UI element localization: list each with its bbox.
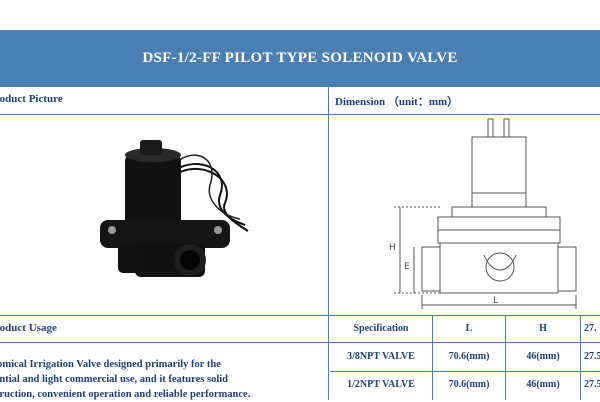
divider-spec-3 [580,315,581,400]
divider-spec-1 [432,315,433,400]
spec-row-2-h: 46(mm) [526,379,560,390]
spec-row-1-name: 3/8NPT VALVE [347,351,415,362]
divider-spec-2 [505,315,506,400]
section-product-usage: roduct Usage [0,322,57,334]
spec-row-1-l: 70.6(mm) [448,351,490,362]
spec-row-2-extra: 27.5 [584,379,600,390]
divider-main [328,86,329,400]
usage-line-1: onomical Irrigation Valve designed prima… [0,359,221,370]
valve-photo [100,140,249,277]
rule-spec-header [0,342,600,343]
section-dimension: Dimension （unit：mm） [335,96,459,108]
page-title: DSF-1/2-FF PILOT TYPE SOLENOID VALVE [142,49,458,66]
spec-header-l: L [465,323,473,334]
rule-middle [0,315,600,316]
rule-top [0,86,600,87]
rule-spec-row [330,371,600,372]
usage-line-3: nstruction, convenient operation and rel… [0,389,251,400]
spec-header-extra: 27. [584,323,597,334]
section-product-picture: roduct Picture [0,93,63,105]
title-bar: DSF-1/2-FF PILOT TYPE SOLENOID VALVE [0,30,600,86]
spec-row-1-extra: 27.5 [584,351,600,362]
spec-row-2-l: 70.6(mm) [448,379,490,390]
dim-label-e: E [404,262,410,272]
usage-line-2: idential and light commercial use, and i… [0,374,228,385]
spec-row-2-name: 1/2NPT VALVE [347,379,415,390]
spec-row-1-h: 46(mm) [526,351,560,362]
dim-label-h: H [389,243,396,253]
rule-header [0,114,600,115]
dimension-drawing [394,118,577,309]
spec-header-h: H [539,323,547,334]
spec-header-specification: Specification [353,323,409,334]
dim-label-l: L [493,296,499,306]
